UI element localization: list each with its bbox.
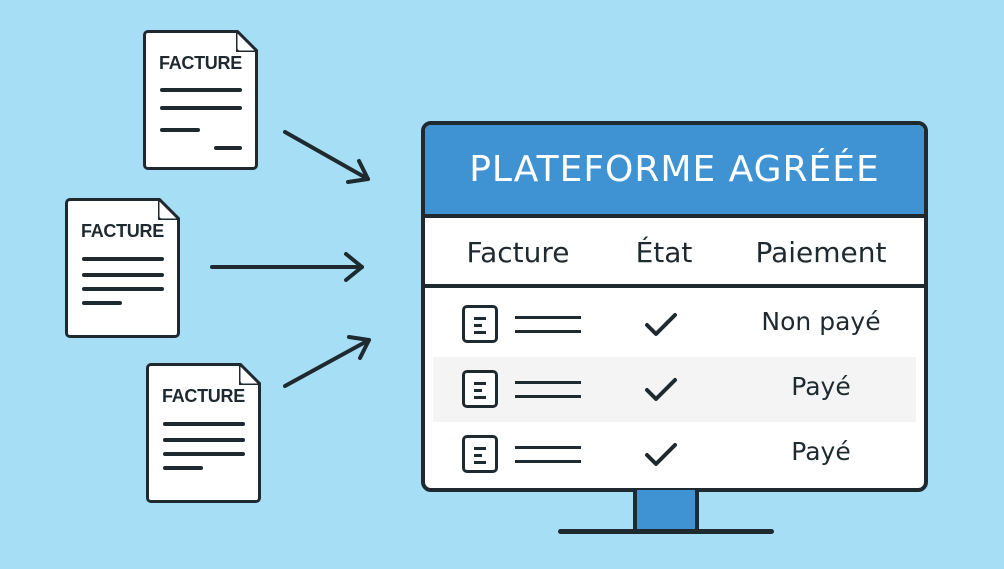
text-line <box>163 422 245 426</box>
arrow-right-icon <box>210 252 364 282</box>
table-row: Payé <box>433 357 916 422</box>
monitor-stand <box>633 490 699 531</box>
check-icon <box>645 443 677 466</box>
text-line <box>160 128 200 132</box>
platform-window: PLATEFORME AGRÉÉE Facture État Paiement … <box>421 121 928 492</box>
table-row: Payé <box>433 422 916 487</box>
text-line <box>82 301 122 305</box>
invoice-title: FACTURE <box>162 386 245 406</box>
arrow-right-up-icon <box>283 335 371 388</box>
text-line <box>82 287 164 291</box>
column-header-etat: État <box>635 236 693 269</box>
payment-status: Payé <box>791 437 851 466</box>
invoice-document-2: FACTURE <box>65 198 180 338</box>
text-line <box>214 146 242 150</box>
platform-header: PLATEFORME AGRÉÉE <box>425 125 924 218</box>
column-header-facture: Facture <box>466 236 570 269</box>
text-line <box>163 438 245 442</box>
table-row: Non payé <box>433 292 916 357</box>
page-fold-icon <box>236 30 258 52</box>
text-line <box>82 257 164 261</box>
payment-status: Payé <box>791 372 851 401</box>
payment-status: Non payé <box>761 307 881 336</box>
check-icon <box>645 313 677 336</box>
invoice-document-1: FACTURE <box>143 30 258 170</box>
invoice-document-3: FACTURE <box>146 363 261 503</box>
text-line <box>163 452 245 456</box>
column-header-paiement: Paiement <box>755 236 887 269</box>
monitor-base <box>558 529 774 534</box>
text-line <box>160 88 242 92</box>
invoice-title: FACTURE <box>159 53 242 73</box>
arrow-right-down-icon <box>283 130 370 184</box>
text-line <box>163 466 203 470</box>
platform-title: PLATEFORME AGRÉÉE <box>469 149 880 190</box>
text-line <box>160 106 242 110</box>
invoice-title: FACTURE <box>81 221 164 241</box>
invoice-icon <box>462 370 498 408</box>
table-header: Facture État Paiement <box>425 218 924 288</box>
text-line <box>82 273 164 277</box>
invoice-icon <box>462 435 498 473</box>
check-icon <box>645 378 677 401</box>
invoice-icon <box>462 305 498 343</box>
